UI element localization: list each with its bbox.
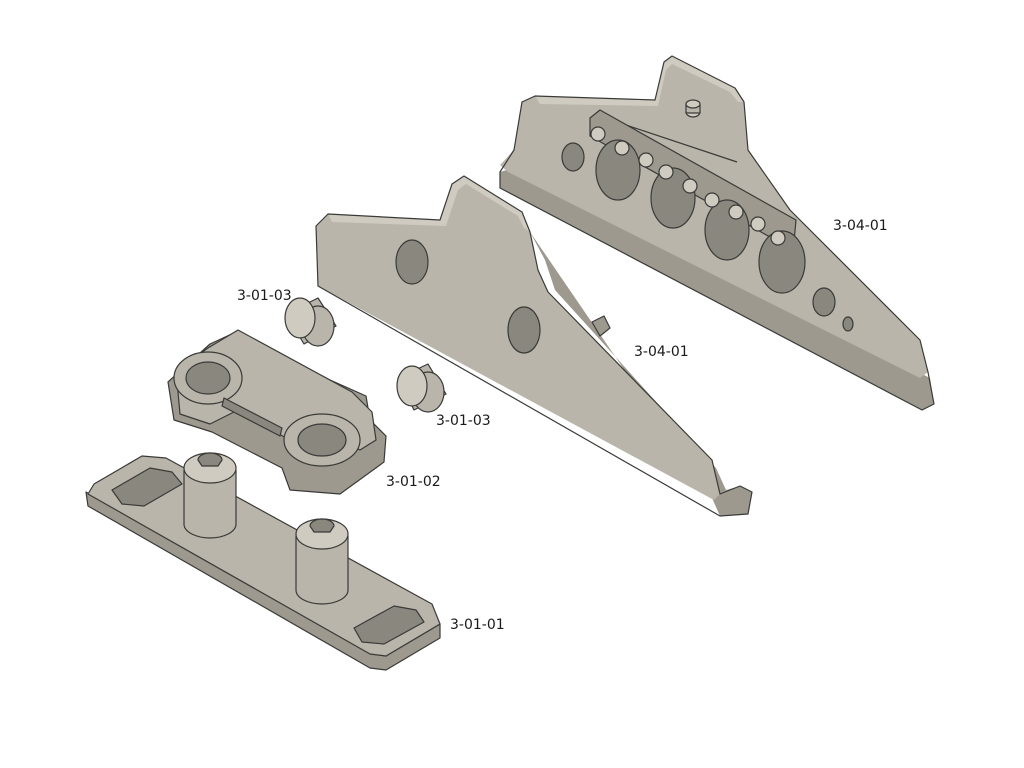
lug xyxy=(658,164,674,180)
pin-upper xyxy=(284,297,337,347)
callout-pin-upper: 3-01-03 xyxy=(237,288,292,304)
base-plate-top xyxy=(87,455,441,657)
lug xyxy=(590,126,606,142)
bracket-rear xyxy=(499,55,935,411)
hinge-block-bore-2 xyxy=(297,423,347,457)
bracket-rear-hole-large-4 xyxy=(758,230,806,294)
lug xyxy=(682,178,698,194)
bracket-rear-hole-large-2 xyxy=(650,167,696,229)
callout-base-plate: 3-01-01 xyxy=(450,617,505,633)
bracket-rear-hole-large-1 xyxy=(595,139,641,201)
pin-lower xyxy=(396,363,447,413)
bracket-rear-hole-small-3 xyxy=(842,316,854,332)
base-plate-slot-right xyxy=(353,605,425,645)
bracket-front-hole-2 xyxy=(507,306,541,354)
bracket-front-top-edge xyxy=(328,176,530,232)
bracket-rear-stud-top xyxy=(685,99,701,109)
hinge-block-bore-1 xyxy=(185,361,231,395)
callout-bracket-rear: 3-04-01 xyxy=(833,218,888,234)
base-plate-post-1 xyxy=(183,469,237,539)
bracket-rear-hole-small-2 xyxy=(812,287,836,317)
bracket-rear-outline xyxy=(499,55,935,411)
lug xyxy=(750,216,766,232)
callout-hinge-block: 3-01-02 xyxy=(386,474,441,490)
callout-bracket-front: 3-04-01 xyxy=(634,344,689,360)
lug xyxy=(704,192,720,208)
bracket-rear-top-edge xyxy=(535,56,744,106)
base-plate xyxy=(85,452,441,671)
pin-lower-face xyxy=(396,365,428,407)
bracket-front-tab xyxy=(591,315,611,337)
lug xyxy=(614,140,630,156)
base-plate-post-2-notch xyxy=(309,518,335,533)
lug xyxy=(770,230,786,246)
callout-pin-lower: 3-01-03 xyxy=(436,413,491,429)
lug xyxy=(638,152,654,168)
pin-upper-face xyxy=(284,297,316,339)
bracket-front-hole-1 xyxy=(395,239,429,285)
base-plate-post-2 xyxy=(295,535,349,605)
lug xyxy=(728,204,744,220)
base-plate-slot-left xyxy=(111,467,183,507)
base-plate-post-1-notch xyxy=(197,452,223,467)
bracket-front-outline xyxy=(315,175,753,517)
bracket-front xyxy=(315,175,753,517)
hinge-block-slot xyxy=(221,397,283,437)
bracket-rear-lugs xyxy=(590,126,786,246)
bracket-rear-flange xyxy=(500,168,934,410)
bracket-rear-hole-small-1 xyxy=(561,142,585,172)
hinge-block xyxy=(167,329,387,495)
